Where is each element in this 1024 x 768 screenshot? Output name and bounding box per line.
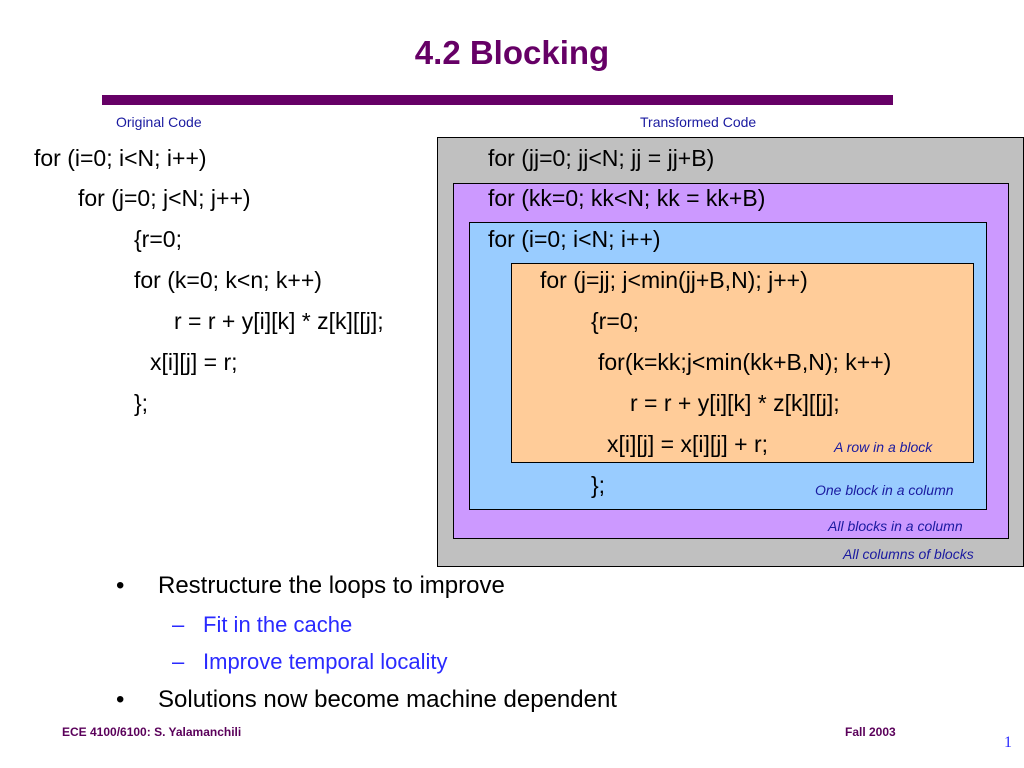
subbullet-marker: –	[172, 649, 185, 674]
original-code-line: x[i][j] = r;	[150, 349, 238, 375]
original-code-line: for (i=0; i<N; i++)	[34, 145, 207, 171]
transformed-code-caption: Transformed Code	[640, 114, 757, 130]
footer-term: Fall 2003	[845, 725, 896, 739]
bullet-item: Solutions now become machine dependent	[158, 686, 617, 713]
subbullet-marker: –	[172, 612, 185, 637]
bullet-item: Restructure the loops to improve	[158, 572, 505, 599]
transformed-code-line: r = r + y[i][k] * z[k][[j];	[630, 390, 840, 416]
subbullet-item: Improve temporal locality	[203, 649, 448, 674]
transformed-code-line: };	[591, 472, 606, 498]
subbullet-item: Fit in the cache	[203, 612, 353, 637]
bullet-marker: •	[116, 686, 125, 713]
block-in-column-label: One block in a column	[815, 482, 954, 498]
original-code-line: for (j=0; j<N; j++)	[78, 185, 251, 211]
original-code-line: for (k=0; k<n; k++)	[134, 267, 322, 293]
row-in-block-label: A row in a block	[834, 439, 933, 455]
blocks-in-column-label: All blocks in a column	[828, 518, 963, 534]
page-number: 1	[1004, 734, 1012, 751]
transformed-code-line: for (kk=0; kk<N; kk = kk+B)	[488, 185, 766, 211]
original-code-line: };	[134, 390, 149, 416]
title-underline	[102, 95, 893, 105]
columns-of-blocks-label: All columns of blocks	[843, 546, 974, 562]
transformed-code-line: for(k=kk;j<min(kk+B,N); k++)	[598, 349, 892, 375]
bullet-marker: •	[116, 572, 125, 599]
footer-course: ECE 4100/6100: S. Yalamanchili	[62, 725, 242, 739]
slide-title: 4.2 Blocking	[414, 34, 610, 71]
transformed-code-line: x[i][j] = x[i][j] + r;	[607, 431, 769, 457]
transformed-code-line: for (j=jj; j<min(jj+B,N); j++)	[540, 267, 808, 293]
original-code-line: r = r + y[i][k] * z[k][[j];	[174, 308, 384, 334]
transformed-code-line: for (jj=0; jj<N; jj = jj+B)	[488, 145, 715, 171]
transformed-code-line: {r=0;	[591, 308, 639, 334]
original-code-caption: Original Code	[116, 114, 202, 130]
transformed-code-line: for (i=0; i<N; i++)	[488, 226, 661, 252]
original-code-line: {r=0;	[134, 226, 182, 252]
a-row-in-a-block-box	[511, 263, 974, 463]
